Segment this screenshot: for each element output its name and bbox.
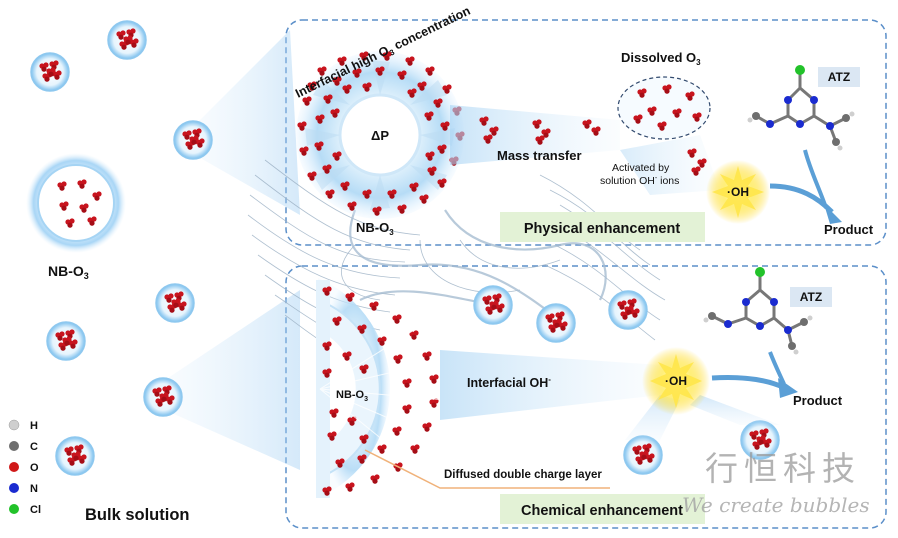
beam-up-2 — [690, 395, 780, 425]
bulk-bubble-6 — [144, 378, 182, 416]
legend-label-n: N — [30, 483, 38, 495]
bottom-product-arrow — [711, 375, 787, 391]
bottom-oh-label: ·OH — [665, 374, 687, 388]
bulk-bubble-2 — [31, 53, 69, 91]
bulk-bubble-7 — [56, 437, 94, 475]
legend-dot-h — [8, 419, 20, 431]
legend-label-c: C — [30, 441, 38, 453]
nb-o3-big-label: NB-O3 — [48, 263, 89, 281]
chemical-enhancement-label: Chemical enhancement — [521, 503, 683, 519]
beam-bottom — [165, 290, 300, 470]
top-nb-o3-bubble — [296, 51, 465, 219]
top-product-label: Product — [824, 222, 874, 237]
panel-bubble-2 — [537, 304, 575, 342]
legend-dot-c — [9, 441, 19, 451]
bottom-atz-molecule — [703, 267, 813, 355]
legend-label-o: O — [30, 462, 39, 474]
diffused-callout-line — [364, 449, 610, 489]
chemical-enhancement-bg — [500, 494, 705, 524]
panel-bubble-1 — [474, 286, 512, 324]
bulk-bubble-3 — [174, 121, 212, 159]
mass-transfer-label: Mass transfer — [497, 148, 582, 163]
interfacial-oh-beam — [440, 350, 660, 420]
activated-label-line1: Activated by — [612, 162, 670, 174]
mass-transfer-beam — [450, 105, 620, 165]
top-atz-molecule — [747, 65, 855, 151]
legend-label-h: H — [30, 420, 38, 432]
top-atz-label: ATZ — [828, 70, 850, 84]
legend-dot-cl — [9, 504, 19, 514]
diffused-layer-label: Diffused double charge layer — [444, 469, 602, 481]
top-atz-badge — [818, 67, 860, 87]
panel-bubble-3 — [609, 291, 647, 329]
bottom-oh-radical — [642, 347, 710, 415]
watermark-en: We create bubbles — [682, 493, 870, 517]
top-nb-o3-label: NB-O3 — [356, 220, 394, 237]
bulk-big-bubble — [26, 153, 126, 253]
dissolved-o3-label: Dissolved O3 — [621, 50, 701, 67]
top-oh-radical — [706, 160, 770, 224]
atom-legend: H C O N Cl — [8, 419, 41, 516]
interfacial-oh-label: Interfacial OH- — [467, 375, 551, 390]
top-oh-label: ·OH — [727, 185, 749, 199]
dissolved-o3-region — [617, 76, 711, 140]
physical-enhancement-bg — [500, 212, 705, 242]
physical-enhancement-label: Physical enhancement — [524, 221, 681, 237]
bottom-atz-badge — [790, 287, 832, 307]
top-atz-arrow — [803, 149, 828, 209]
bottom-nb-o3-bubble — [316, 278, 446, 498]
legend-dot-n — [9, 483, 19, 493]
legend-dot-o — [9, 462, 19, 472]
legend-label-cl: Cl — [30, 504, 41, 516]
bulk-bubble-5 — [47, 322, 85, 360]
bottom-nb-o3-label: NB-O3 — [336, 389, 368, 403]
bottom-product-label: Product — [793, 393, 843, 408]
activated-label-line2: solution OH- ions — [600, 175, 679, 187]
bottom-atz-label: ATZ — [800, 290, 822, 304]
bulk-bubble-4 — [156, 284, 194, 322]
bottom-atz-arrow — [768, 351, 786, 385]
bulk-bubble-1 — [108, 21, 146, 59]
bulk-solution-label: Bulk solution — [85, 506, 190, 524]
delta-p-label: ΔP — [371, 128, 389, 143]
panel-bubble-4 — [624, 436, 662, 474]
top-arrow-head — [824, 204, 842, 224]
beam-top — [195, 30, 300, 215]
watermark-cn: 行恒科技 — [705, 449, 861, 488]
